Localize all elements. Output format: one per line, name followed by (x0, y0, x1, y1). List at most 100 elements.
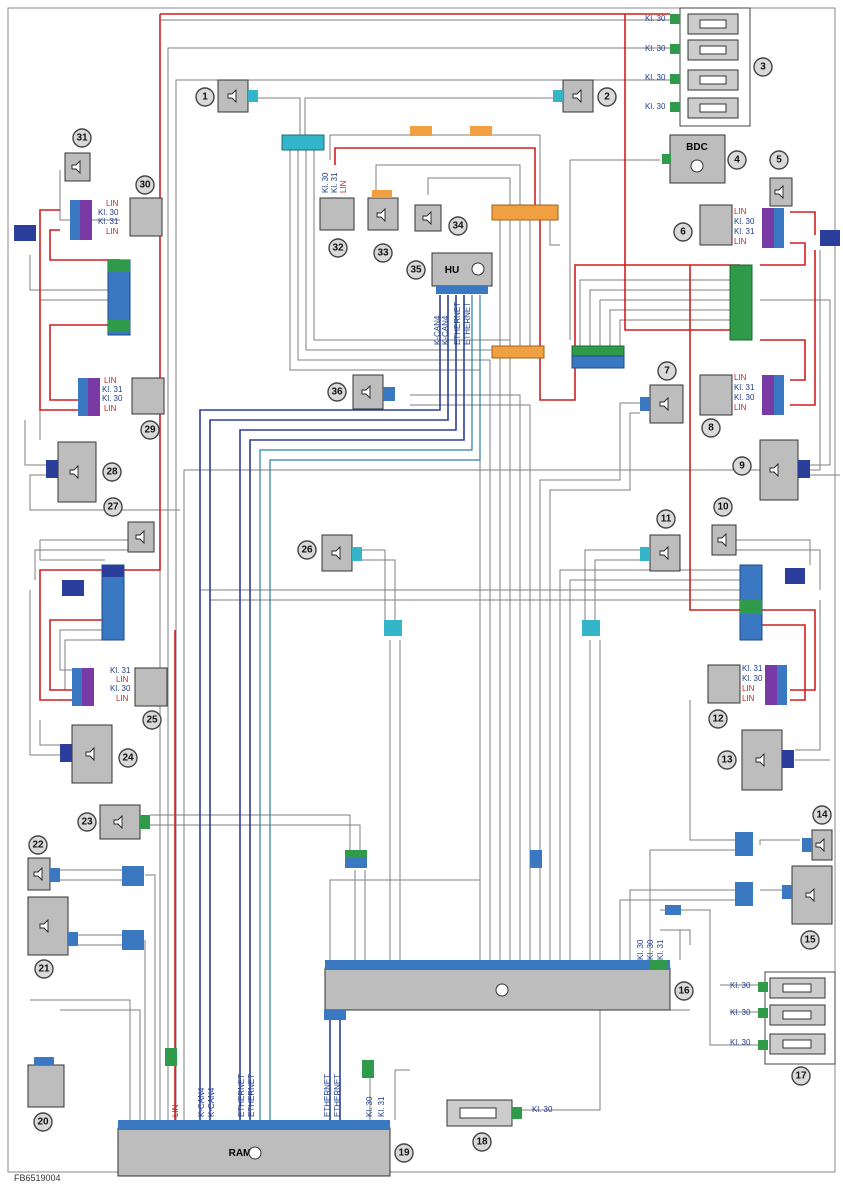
svg-text:Kl. 30: Kl. 30 (321, 172, 330, 193)
svg-text:24: 24 (122, 753, 134, 764)
callout-24: 24 (118, 748, 138, 768)
kl31-label: Kl. 31 (377, 1096, 386, 1117)
callout-36: 36 (327, 382, 347, 402)
svg-text:Kl. 31: Kl. 31 (734, 227, 755, 236)
svg-text:29: 29 (144, 425, 156, 436)
callout-28: 28 (102, 462, 122, 482)
callout-30: 30 (135, 175, 155, 195)
svg-text:LIN: LIN (742, 694, 755, 703)
kl30-label: Kl. 30 (636, 939, 645, 960)
svg-text:22: 22 (32, 840, 44, 851)
callout-3: 3 (753, 57, 773, 77)
svg-text:Kl. 31: Kl. 31 (734, 383, 755, 392)
callout-8: 8 (701, 418, 721, 438)
svg-text:Kl. 30: Kl. 30 (734, 393, 755, 402)
lin-label: LIN (171, 1104, 180, 1117)
ethernet-label: ETHERNET (247, 1074, 256, 1117)
svg-text:9: 9 (739, 461, 745, 472)
svg-text:27: 27 (107, 502, 119, 513)
svg-text:34: 34 (452, 221, 464, 232)
svg-text:33: 33 (377, 248, 389, 259)
svg-text:20: 20 (37, 1117, 49, 1128)
fuse-block-3 (670, 7, 751, 127)
amplifier-16 (324, 960, 671, 1020)
callout-26: 26 (297, 540, 317, 560)
power-wires (39, 13, 816, 1120)
callout-32: 32 (328, 238, 348, 258)
svg-text:6: 6 (680, 227, 686, 238)
callout-29: 29 (140, 420, 160, 440)
fuse-block-17 (758, 971, 836, 1065)
kl30-label: Kl. 30 (646, 939, 655, 960)
callout-31: 31 (72, 128, 92, 148)
svg-text:16: 16 (678, 986, 690, 997)
kl30-label: Kl. 30 (645, 73, 666, 82)
bus-wires (199, 295, 481, 1120)
ethernet-label: ETHERNET (237, 1074, 246, 1117)
callout-21: 21 (34, 959, 54, 979)
svg-text:17: 17 (795, 1071, 807, 1082)
svg-text:Kl. 31: Kl. 31 (102, 385, 123, 394)
kl30-label: Kl. 30 (730, 1038, 751, 1047)
kcan4-label: K-CAN4 (441, 315, 450, 345)
callout-23: 23 (77, 812, 97, 832)
svg-text:LIN: LIN (104, 376, 117, 385)
svg-text:32: 32 (332, 243, 344, 254)
svg-text:Kl. 31: Kl. 31 (742, 664, 763, 673)
callout-20: 20 (33, 1112, 53, 1132)
svg-text:35: 35 (410, 265, 422, 276)
kcan4-label: K-CAN4 (197, 1087, 206, 1117)
svg-text:18: 18 (476, 1137, 488, 1148)
callout-27: 27 (103, 497, 123, 517)
svg-text:8: 8 (708, 423, 714, 434)
callout-11: 11 (656, 509, 676, 529)
callout-2: 2 (597, 87, 617, 107)
ram-module: RAM (117, 1120, 391, 1177)
callout-33: 33 (373, 243, 393, 263)
callout-12: 12 (708, 709, 728, 729)
svg-text:LIN: LIN (106, 199, 119, 208)
bdc-module: BDC (662, 134, 726, 184)
svg-text:21: 21 (38, 964, 50, 975)
svg-text:LIN: LIN (742, 684, 755, 693)
callout-19: 19 (394, 1143, 414, 1163)
svg-text:2: 2 (604, 92, 610, 103)
figure-code: FB6519004 (14, 1173, 61, 1183)
svg-text:1: 1 (202, 92, 208, 103)
kl30-label: Kl. 30 (365, 1096, 374, 1117)
svg-text:LIN: LIN (734, 403, 747, 412)
svg-text:Kl. 31: Kl. 31 (98, 217, 119, 226)
svg-text:LIN: LIN (116, 675, 129, 684)
fuse-labels: Kl. 30 Kl. 30 Kl. 30 Kl. 30 Kl. 30 Kl. 3… (532, 14, 751, 1114)
callout-25: 25 (142, 710, 162, 730)
amp-modules (70, 197, 787, 707)
svg-text:3: 3 (760, 62, 766, 73)
svg-text:13: 13 (721, 755, 733, 766)
pin-labels: LIN Kl. 30 Kl. 31 LIN LIN Kl. 31 Kl. 30 … (98, 172, 763, 703)
ethernet-label: ETHERNET (323, 1074, 332, 1117)
svg-text:7: 7 (664, 366, 670, 377)
ethernet-label: ETHERNET (453, 302, 462, 345)
callout-35: 35 (406, 260, 426, 280)
head-unit: HU (431, 252, 493, 294)
svg-text:4: 4 (734, 155, 740, 166)
kcan4-label: K-CAN4 (207, 1087, 216, 1117)
kl30-label: Kl. 30 (645, 44, 666, 53)
svg-text:Kl. 30: Kl. 30 (110, 684, 131, 693)
bdc-label: BDC (686, 142, 708, 153)
connectors (14, 126, 840, 1078)
svg-text:31: 31 (76, 133, 88, 144)
callout-9: 9 (732, 456, 752, 476)
svg-text:Kl. 30: Kl. 30 (742, 674, 763, 683)
ethernet-label: ETHERNET (333, 1074, 342, 1117)
ram-label: RAM (229, 1148, 252, 1159)
kl31-label: Kl. 31 (656, 939, 665, 960)
svg-text:LIN: LIN (106, 227, 119, 236)
svg-text:LIN: LIN (734, 373, 747, 382)
kl30-label: Kl. 30 (645, 14, 666, 23)
kl30-label: Kl. 30 (645, 102, 666, 111)
svg-text:25: 25 (146, 715, 158, 726)
svg-text:23: 23 (81, 817, 93, 828)
callout-1: 1 (195, 87, 215, 107)
svg-text:30: 30 (139, 180, 151, 191)
